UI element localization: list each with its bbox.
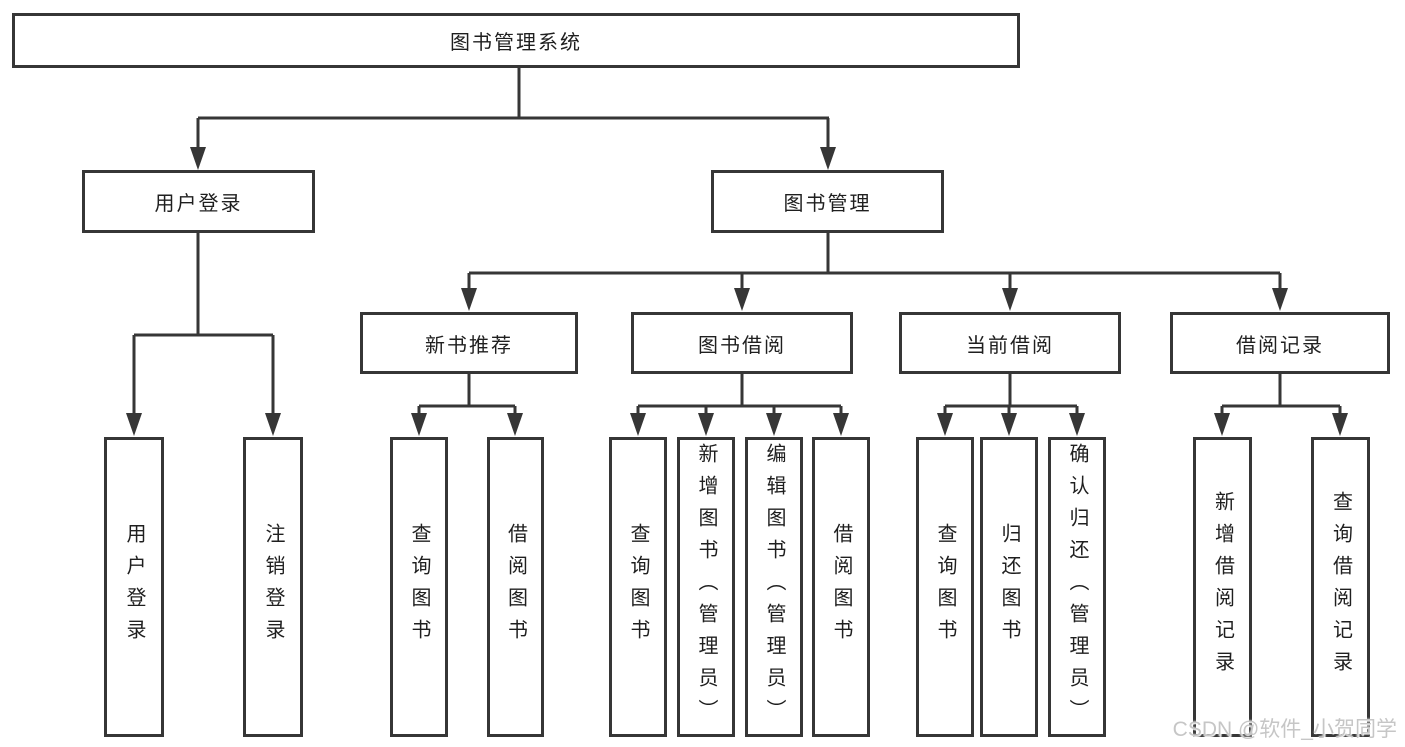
node-label: 注销登录 (262, 523, 284, 651)
node-label: 新增借阅记录 (1211, 491, 1234, 683)
node-label: 新书推荐 (425, 334, 513, 357)
leaf-confirm-return-admin: 确认归还（管理员） (1048, 437, 1106, 737)
node-label: 查询图书 (934, 523, 956, 651)
node-label: 图书借阅 (698, 334, 786, 357)
node-label: 借阅记录 (1236, 334, 1324, 357)
node-label: 查询图书 (627, 523, 649, 651)
node-current-borrowing: 当前借阅 (899, 312, 1121, 374)
node-label: 借阅图书 (830, 523, 852, 651)
leaf-add-books-admin: 新增图书（管理员） (677, 437, 735, 737)
leaf-user-login: 用户登录 (104, 437, 164, 737)
node-book-borrowing: 图书借阅 (631, 312, 853, 374)
leaf-borrow-books: 借阅图书 (812, 437, 870, 737)
leaf-query-books-borrowing: 查询图书 (609, 437, 667, 737)
node-label: 用户登录 (123, 523, 145, 651)
leaf-logout: 注销登录 (243, 437, 303, 737)
node-label: 查询借阅记录 (1329, 491, 1352, 683)
leaf-return-books: 归还图书 (980, 437, 1038, 737)
node-label: 当前借阅 (966, 334, 1054, 357)
csdn-watermark: CSDN @软件_小贺同学 (1172, 718, 1397, 741)
leaf-query-borrow-record: 查询借阅记录 (1311, 437, 1370, 737)
node-borrowing-records: 借阅记录 (1170, 312, 1390, 374)
node-library-management-system: 图书管理系统 (12, 13, 1020, 68)
node-label: 图书管理系统 (450, 32, 582, 54)
node-label: 用户登录 (154, 193, 243, 215)
node-label: 新增图书（管理员） (695, 443, 717, 731)
leaf-add-borrow-record: 新增借阅记录 (1193, 437, 1252, 737)
node-label: 图书管理 (783, 193, 872, 215)
node-label: 查询图书 (408, 523, 430, 651)
node-label: 编辑图书（管理员） (763, 443, 785, 731)
node-label: 确认归还（管理员） (1066, 443, 1088, 731)
leaf-borrow-books-recommend: 借阅图书 (487, 437, 544, 737)
leaf-edit-books-admin: 编辑图书（管理员） (745, 437, 803, 737)
leaf-query-books-recommend: 查询图书 (390, 437, 448, 737)
node-new-book-recommendation: 新书推荐 (360, 312, 578, 374)
node-label: 借阅图书 (504, 523, 527, 651)
node-user-login: 用户登录 (82, 170, 315, 233)
leaf-query-books-current: 查询图书 (916, 437, 974, 737)
node-label: 归还图书 (998, 523, 1020, 651)
node-book-management: 图书管理 (711, 170, 944, 233)
